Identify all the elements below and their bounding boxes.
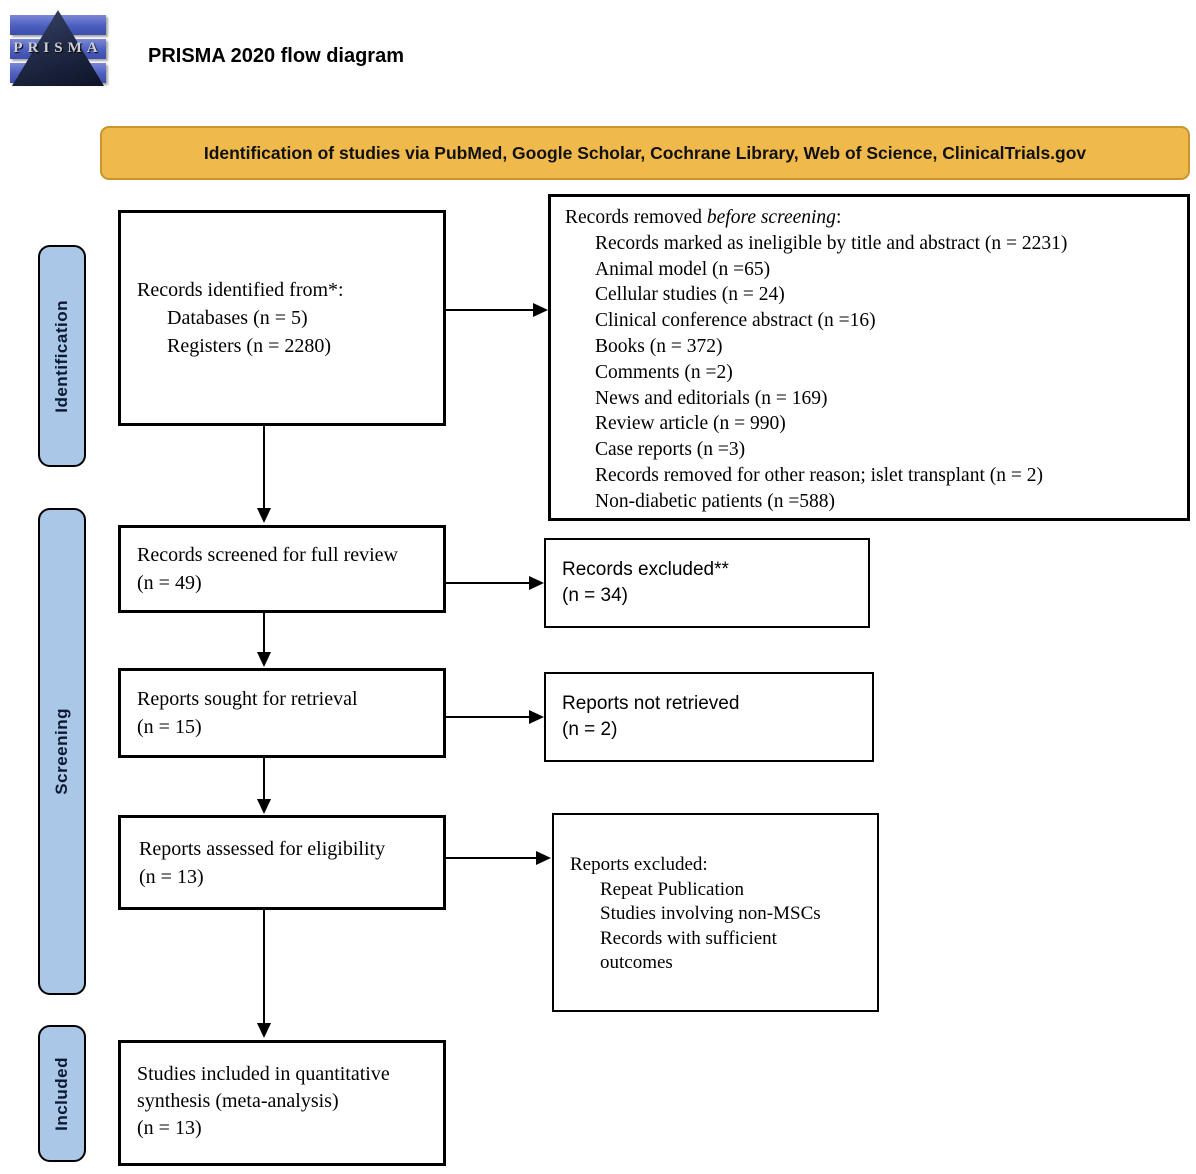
box-reports-assessed-line: Reports assessed for eligibility [139, 837, 386, 860]
removed-item: Case reports (n =3) [595, 439, 746, 461]
arrow-line [446, 857, 538, 859]
box-records-identified-title: Records identified from*: [137, 279, 344, 301]
stage-included-label: Included [52, 1056, 71, 1131]
removed-item: Clinical conference abstract (n =16) [595, 310, 876, 332]
box-records-excluded: Records excluded** (n = 34) [544, 538, 870, 628]
stage-identification-label: Identification [52, 299, 71, 413]
arrowhead-down-icon [257, 652, 271, 667]
stage-screening-label: Screening [52, 708, 71, 795]
removed-item: News and editorials (n = 169) [595, 387, 828, 409]
box-studies-included-line: synthesis (meta-analysis) [137, 1090, 339, 1112]
removed-item: Non-diabetic patients (n =588) [595, 490, 836, 512]
box-reports-assessed: Reports assessed for eligibility (n = 13… [118, 815, 446, 910]
box-records-identified-item: Databases (n = 5) [167, 307, 308, 329]
box-records-identified-item: Registers (n = 2280) [167, 335, 332, 357]
identification-sources-banner: Identification of studies via PubMed, Go… [100, 126, 1190, 180]
box-reports-sought-line: Reports sought for retrieval [137, 688, 358, 710]
arrowhead-down-icon [257, 508, 271, 523]
box-reports-not-retrieved: Reports not retrieved (n = 2) [544, 672, 874, 762]
box-records-excluded-line: (n = 34) [562, 585, 629, 606]
title-prefix: Records removed [565, 207, 707, 228]
removed-item: Records marked as ineligible by title an… [595, 232, 1068, 254]
removed-item: Review article (n = 990) [595, 413, 786, 435]
box-records-screened: Records screened for full review (n = 49… [118, 525, 446, 613]
arrow-line [446, 309, 536, 311]
box-studies-included-line: Studies included in quantitative [137, 1063, 390, 1085]
logo-word: PRISMA [13, 40, 103, 56]
box-reports-not-retrieved-line: Reports not retrieved [562, 693, 740, 714]
box-reports-sought: Reports sought for retrieval (n = 15) [118, 668, 446, 758]
arrowhead-down-icon [257, 799, 271, 814]
arrow-line [446, 582, 532, 584]
box-reports-not-retrieved-line: (n = 2) [562, 719, 618, 740]
box-reports-assessed-line: (n = 13) [139, 865, 204, 888]
box-records-screened-line: Records screened for full review [137, 544, 398, 566]
arrow-line [263, 613, 265, 654]
arrow-line [263, 910, 265, 1025]
reports-excluded-item: Repeat Publication [600, 878, 745, 900]
page-title: PRISMA 2020 flow diagram [148, 45, 404, 67]
box-studies-included: Studies included in quantitative synthes… [118, 1040, 446, 1166]
reports-excluded-item: Studies involving non-MSCs [600, 903, 821, 924]
removed-item: Comments (n =2) [595, 361, 733, 383]
removed-item: Animal model (n =65) [595, 258, 771, 280]
removed-item: Cellular studies (n = 24) [595, 284, 785, 306]
title-suffix: : [835, 207, 842, 228]
removed-item: Books (n = 372) [595, 335, 723, 357]
prisma-logo: PRISMA [10, 8, 106, 88]
stage-included: Included [38, 1025, 86, 1162]
removed-item: Records removed for other reason; islet … [595, 464, 1043, 486]
stage-identification: Identification [38, 245, 86, 467]
arrow-line [263, 758, 265, 801]
box-reports-excluded: Reports excluded: Repeat Publication Stu… [552, 813, 879, 1012]
arrowhead-right-icon [536, 851, 551, 865]
box-reports-excluded-title: Reports excluded: [570, 854, 708, 875]
box-reports-sought-line: (n = 15) [137, 716, 202, 738]
arrowhead-down-icon [257, 1023, 271, 1038]
box-records-removed: Records removed before screening: Record… [548, 194, 1190, 521]
arrowhead-right-icon [529, 576, 544, 590]
box-studies-included-line: (n = 13) [137, 1117, 202, 1139]
arrowhead-right-icon [529, 710, 544, 724]
box-records-excluded-line: Records excluded** [562, 559, 729, 580]
arrowhead-right-icon [533, 303, 548, 317]
box-records-identified: Records identified from*: Databases (n =… [118, 210, 446, 426]
box-records-screened-line: (n = 49) [137, 572, 202, 594]
arrow-line [263, 426, 265, 510]
arrow-line [446, 716, 532, 718]
reports-excluded-item: Records with sufficient outcomes [600, 927, 777, 974]
box-records-removed-title: Records removed before screening: [565, 205, 1177, 231]
title-italic: before screening [706, 207, 836, 228]
stage-screening: Screening [38, 508, 86, 995]
